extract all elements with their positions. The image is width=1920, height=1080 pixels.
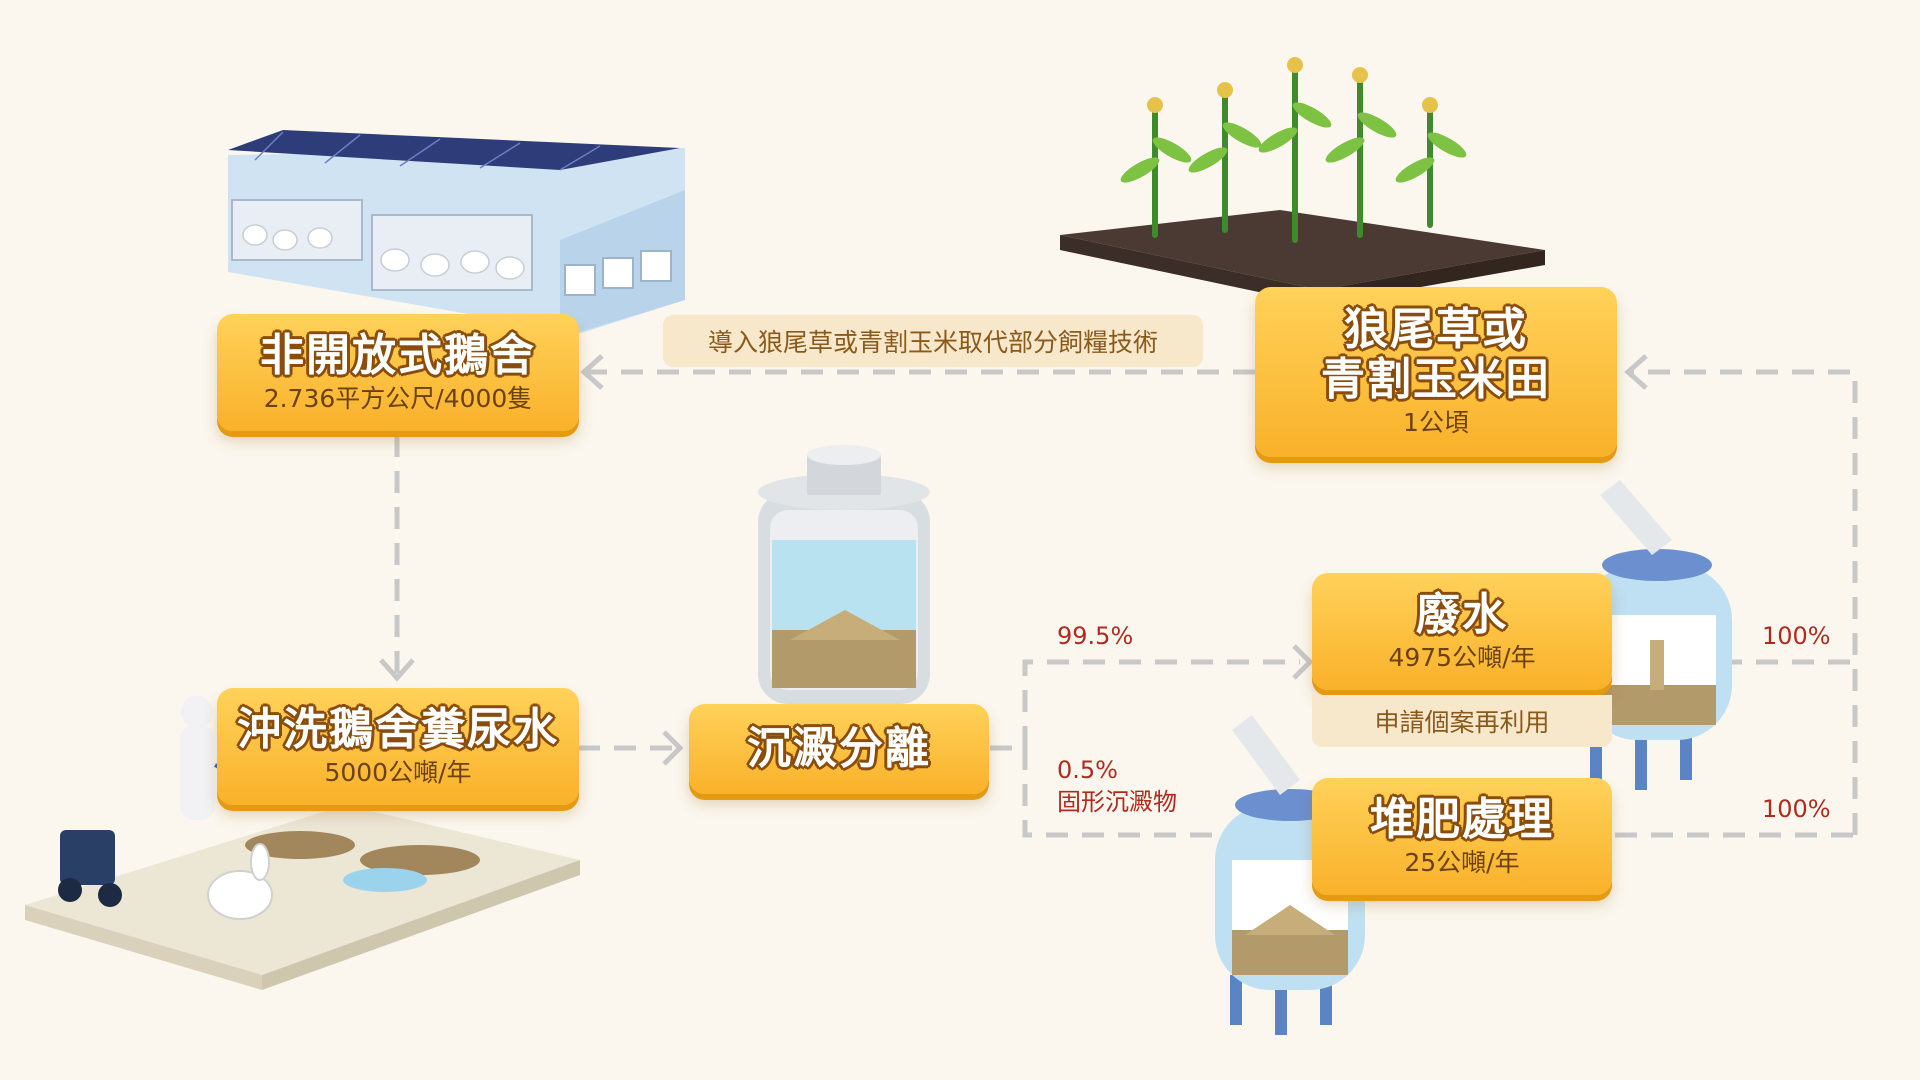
node-wastewater-sub: 4975公噸/年 bbox=[1388, 642, 1536, 672]
label-wastewater-out-pct: 100% bbox=[1762, 622, 1831, 650]
arrowhead-field bbox=[1624, 354, 1648, 390]
node-compost-sub: 25公噸/年 bbox=[1404, 847, 1520, 877]
node-forage-field-title-1: 狼尾草或 bbox=[1344, 304, 1528, 355]
node-compost-title: 堆肥處理 bbox=[1370, 793, 1554, 845]
note-reuse-text: 申請個案再利用 bbox=[1374, 708, 1550, 737]
note-feed-tech-text: 導入狼尾草或青割玉米取代部分飼糧技術 bbox=[707, 328, 1158, 357]
node-goose-house-sub: 2.736平方公尺/4000隻 bbox=[263, 383, 533, 413]
washing-scene-illustration bbox=[25, 696, 580, 990]
label-to-solids-pct: 0.5% bbox=[1057, 756, 1118, 784]
arrowhead-sediment bbox=[662, 730, 684, 766]
arrowhead-flush bbox=[379, 658, 415, 682]
arrowhead-house bbox=[580, 354, 604, 390]
wastewater-reactor-illustration bbox=[1582, 480, 1732, 790]
goose-house-illustration bbox=[228, 130, 685, 340]
node-sedimentation-title: 沉澱分離 bbox=[747, 723, 931, 774]
note-feed-tech: 導入狼尾草或青割玉米取代部分飼糧技術 bbox=[663, 315, 1203, 367]
node-flush-water-title: 沖洗鵝舍糞尿水 bbox=[237, 703, 559, 755]
arrow-riser-to-field bbox=[1632, 369, 1858, 835]
node-flush-water-sub: 5000公噸/年 bbox=[324, 757, 472, 787]
node-forage-field: 狼尾草或 青割玉米田 1公頃 bbox=[1255, 287, 1617, 457]
label-to-solids-text: 固形沉澱物 bbox=[1057, 788, 1177, 816]
arrow-to-compost bbox=[1022, 748, 1240, 838]
node-sedimentation: 沉澱分離 bbox=[689, 704, 989, 794]
label-compost-out-pct: 100% bbox=[1762, 795, 1831, 823]
node-goose-house-title: 非開放式鵝舍 bbox=[260, 329, 536, 381]
sediment-tank-illustration bbox=[758, 445, 930, 704]
crop-field-illustration bbox=[1060, 57, 1545, 305]
note-reuse: 申請個案再利用 bbox=[1312, 695, 1612, 747]
node-flush-water: 沖洗鵝舍糞尿水 5000公噸/年 bbox=[217, 688, 579, 805]
arrowhead-wastewater bbox=[1292, 644, 1314, 680]
node-compost: 堆肥處理 25公噸/年 bbox=[1312, 778, 1612, 895]
node-wastewater-title: 廢水 bbox=[1416, 588, 1508, 640]
node-goose-house: 非開放式鵝舍 2.736平方公尺/4000隻 bbox=[217, 314, 579, 431]
label-to-wastewater-pct: 99.5% bbox=[1057, 622, 1134, 650]
node-forage-field-title-2: 青割玉米田 bbox=[1321, 354, 1551, 405]
node-forage-field-sub: 1公頃 bbox=[1403, 408, 1469, 437]
node-wastewater: 廢水 4975公噸/年 bbox=[1312, 573, 1612, 690]
arrow-to-wastewater bbox=[1022, 659, 1300, 748]
